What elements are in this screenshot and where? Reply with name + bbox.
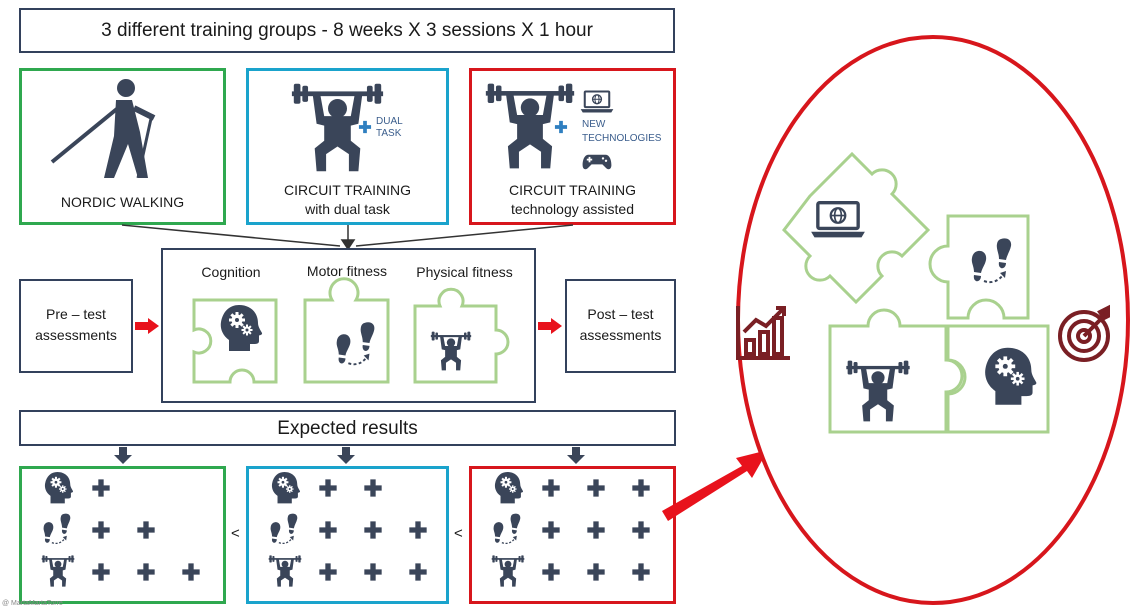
weightlifter-icon	[845, 358, 911, 424]
pre-arrow	[135, 318, 159, 334]
post-test-line1: Post – test	[587, 306, 654, 322]
post-arrow	[538, 318, 562, 334]
expected-results-title: Expected results	[277, 418, 418, 439]
credit-text: @ MartaMartaTorre	[2, 600, 63, 607]
label-physical-fitness: Physical fitness	[416, 264, 513, 280]
pre-test-line2: assessments	[35, 327, 117, 343]
laptop-icon	[810, 200, 866, 240]
group-label: NORDIC WALKING	[60, 194, 185, 210]
head-gears-icon	[978, 344, 1040, 406]
center-box	[161, 248, 536, 403]
post-test-line2: assessments	[579, 327, 662, 343]
header-title: 3 different training groups - 8 weeks X …	[101, 20, 593, 41]
pre-test-line1: Pre – test	[46, 306, 106, 322]
post-test-box	[565, 279, 676, 373]
label-cognition: Cognition	[201, 264, 261, 280]
new-tech-tag-line1: NEW	[582, 119, 606, 130]
group-sublabel: with dual task	[305, 201, 390, 217]
group-sublabel: technology assisted	[511, 201, 634, 217]
pre-test-box	[19, 279, 133, 373]
comparator-2: <	[454, 525, 463, 542]
expected-results-box	[19, 410, 676, 446]
new-tech-tag-line2: TECHNOLOGIES	[582, 133, 662, 144]
label-motor-fitness: Motor fitness	[306, 263, 388, 279]
header-box	[19, 8, 675, 53]
target-icon	[1058, 304, 1110, 362]
dual-task-tag-line1: DUAL	[376, 116, 403, 127]
comparator-1: <	[231, 525, 240, 542]
group-label: CIRCUIT TRAINING	[508, 182, 637, 198]
group-label: CIRCUIT TRAINING	[283, 182, 412, 198]
dual-task-tag-line2: TASK	[376, 128, 402, 139]
growth-chart-icon	[736, 306, 790, 360]
footsteps-icon	[968, 236, 1018, 286]
group-nordic-walking	[19, 68, 226, 225]
